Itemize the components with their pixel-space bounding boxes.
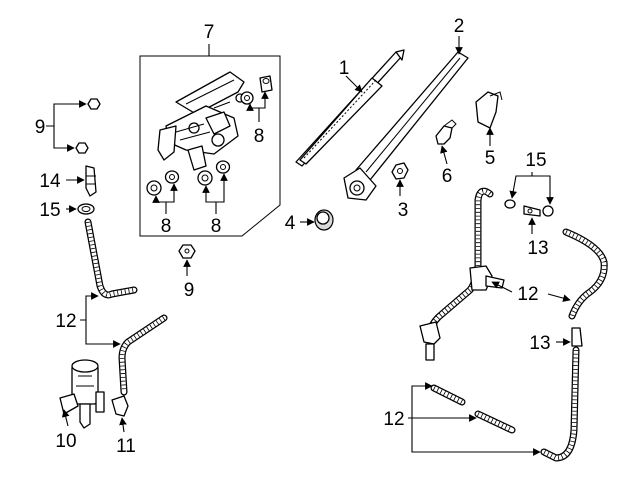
motor-assembly-box — [139, 55, 281, 237]
wiper-arm — [343, 51, 469, 201]
grommet-8-mid-b — [215, 160, 231, 174]
callout-13-upper: 13 — [527, 238, 548, 259]
callout-8-left: 8 — [161, 216, 172, 237]
grommet-8-top-right — [259, 75, 273, 93]
grommet-8-left-b — [164, 170, 180, 184]
arm-cap-5 — [475, 91, 503, 129]
grommet-8-top — [240, 91, 254, 105]
wiper-blade — [295, 49, 405, 167]
connector-14 — [85, 165, 97, 197]
hose-12-left-lower — [118, 314, 168, 396]
hose-12-right-main — [426, 187, 494, 334]
tee-fitting-12 — [419, 265, 505, 361]
callout-6: 6 — [442, 166, 453, 187]
callout-7: 7 — [204, 22, 215, 43]
wiper-motor — [157, 71, 245, 171]
callout-8-upper: 8 — [254, 126, 265, 147]
grommet-15-left — [77, 203, 95, 215]
callout-8-mid: 8 — [211, 216, 222, 237]
callout-15-right: 15 — [525, 150, 546, 171]
callout-11: 11 — [116, 436, 136, 457]
callout-12-bottom: 12 — [383, 409, 404, 430]
nut-9-lower — [75, 142, 89, 154]
callout-1: 1 — [339, 58, 350, 79]
callout-4: 4 — [285, 213, 296, 234]
washer-pump-10 — [59, 359, 105, 429]
grommet-8-left-a — [146, 180, 162, 196]
callout-10: 10 — [55, 431, 76, 452]
callout-labels: 7 1 2 3 4 5 6 8 8 8 9 9 14 15 12 10 11 1… — [35, 16, 551, 457]
callout-9-left: 9 — [35, 117, 46, 138]
nut-9-upper — [87, 98, 101, 110]
nozzle-15-a — [504, 199, 516, 209]
hose-12-bottom-pieces — [430, 384, 516, 434]
callout-12-tee: 12 — [517, 284, 538, 305]
grommet-8-mid-a — [197, 170, 213, 186]
callout-14: 14 — [39, 171, 61, 192]
elbow-11 — [111, 395, 129, 417]
connector-13-upper — [523, 205, 541, 217]
callout-5: 5 — [485, 148, 496, 169]
callout-13-lower: 13 — [529, 333, 550, 354]
nut-9-center — [178, 244, 196, 259]
leader-lines — [46, 36, 571, 456]
hose-12-left-upper — [84, 218, 138, 299]
hose-12-right-arc — [562, 228, 608, 320]
callout-3: 3 — [398, 200, 409, 221]
connector-13-lower — [571, 327, 583, 347]
nut-3 — [391, 162, 409, 180]
pivot-cap-4 — [314, 209, 334, 231]
callout-2: 2 — [454, 16, 465, 37]
nozzle-15-b — [542, 205, 554, 217]
clip-6 — [435, 119, 457, 145]
hose-12-right-long — [540, 346, 580, 462]
callout-15-left: 15 — [39, 200, 60, 221]
callout-12-left: 12 — [55, 311, 76, 332]
callout-9-center: 9 — [184, 280, 195, 301]
